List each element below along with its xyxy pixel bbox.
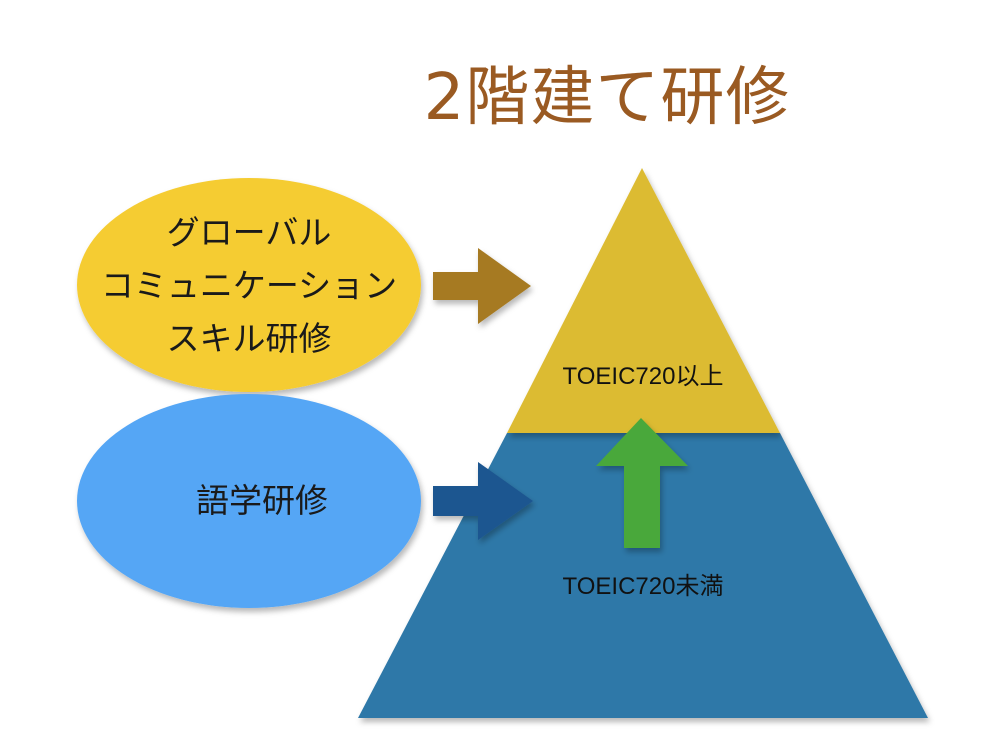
lower-ellipse xyxy=(77,394,421,608)
pyramid-bottom-label: TOEIC720未満 xyxy=(563,573,724,600)
lower-ellipse-label: 語学研修 xyxy=(196,481,328,520)
arrow-up-icon xyxy=(596,418,688,548)
upper-ellipse-line-2: コミュニケーション xyxy=(101,266,397,305)
arrow-right-lower-icon xyxy=(433,462,533,540)
page-title: 2階建て研修 xyxy=(423,61,791,135)
pyramid-top-tier xyxy=(507,168,780,433)
pyramid-top-label: TOEIC720以上 xyxy=(563,363,724,390)
arrow-right-upper-icon xyxy=(433,248,531,324)
upper-ellipse-line-1: グローバル xyxy=(167,213,332,252)
upper-ellipse-line-3: スキル研修 xyxy=(167,319,332,358)
upper-ellipse xyxy=(77,178,421,392)
